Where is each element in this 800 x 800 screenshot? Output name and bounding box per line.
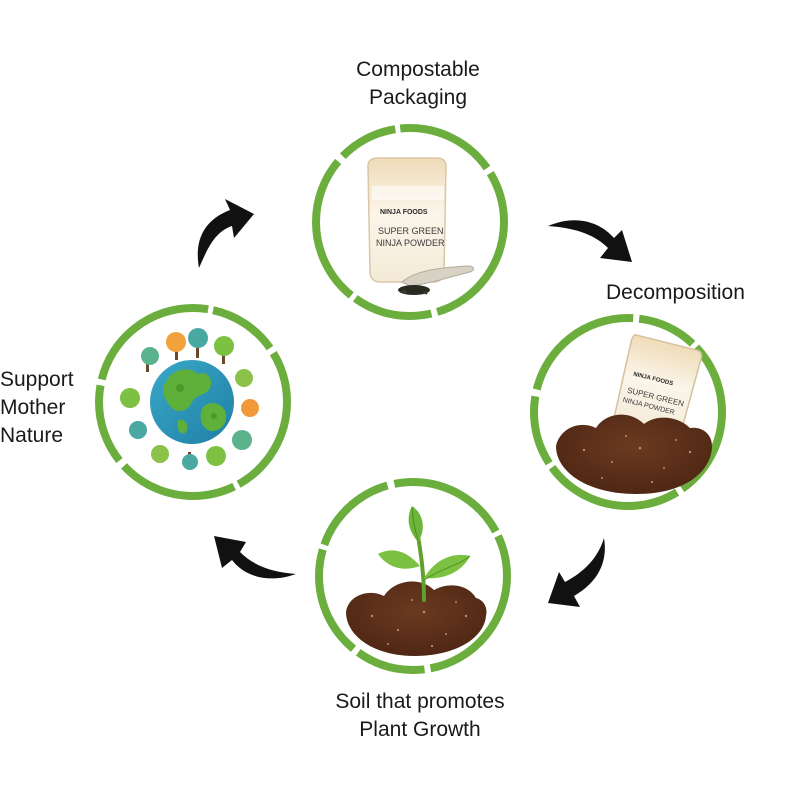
label-line: Compostable (356, 58, 480, 81)
label-line: Plant Growth (359, 718, 481, 741)
label-compostable-packaging: Compostable Packaging (318, 56, 518, 112)
tree-ring (120, 328, 259, 470)
label-line: Soil that promotes (335, 690, 505, 713)
label-soil-plant-growth: Soil that promotes Plant Growth (290, 688, 550, 744)
ring-soil (315, 478, 511, 674)
arrow-packaging-to-decomposition (548, 220, 632, 262)
label-line: Packaging (368, 86, 468, 109)
label-line: Support (0, 368, 74, 391)
ring-packaging (312, 124, 508, 320)
arrow-soil-to-nature (214, 536, 296, 579)
earth-trees-icon (120, 328, 259, 470)
pouch-line1-text: SUPER GREEN (378, 226, 444, 236)
arrow-nature-to-packaging (197, 199, 254, 268)
label-line: Mother (0, 396, 66, 419)
pouch-brand-text: NINJA FOODS (380, 209, 428, 216)
label-support-mother-nature: Support Mother Nature (0, 366, 92, 450)
pouch-in-soil-icon: NINJA FOODS SUPER GREEN NINJA POWDER (556, 333, 712, 494)
label-line: Decomposition (606, 281, 745, 304)
seedling-icon (346, 506, 487, 656)
powder-pouch-icon: NINJA FOODS SUPER GREEN NINJA POWDER (367, 157, 475, 295)
ring-nature (95, 304, 291, 500)
label-decomposition: Decomposition (606, 279, 796, 307)
arrow-decomposition-to-soil (548, 538, 605, 607)
pouch-line2-text: NINJA POWDER (376, 238, 445, 248)
ring-decomposition (530, 314, 726, 510)
label-line: Nature (0, 424, 64, 447)
